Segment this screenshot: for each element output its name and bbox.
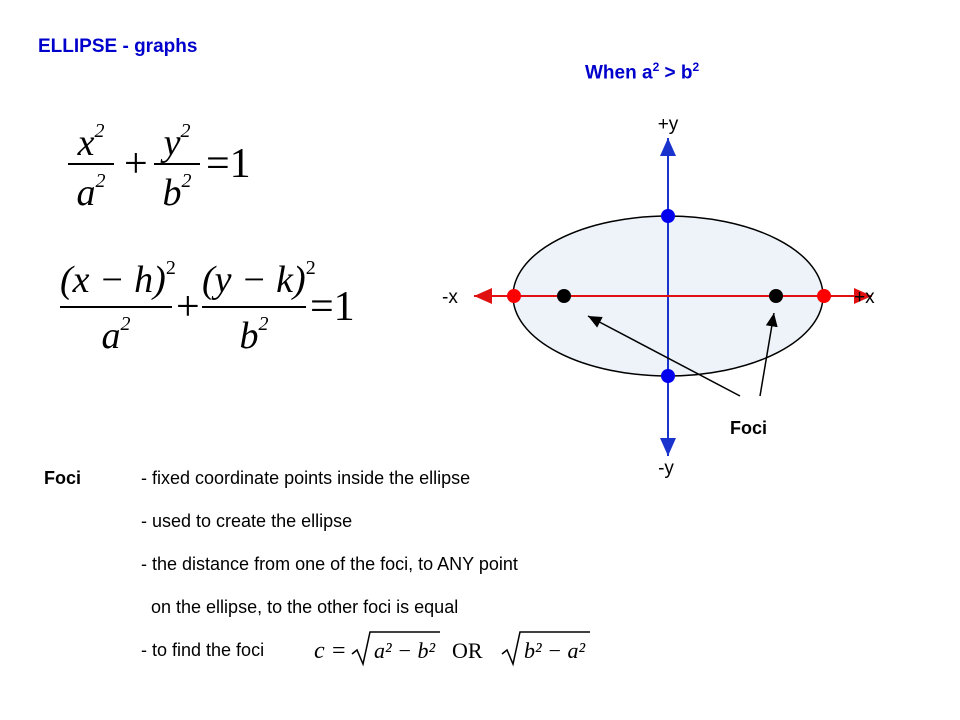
vertex-left [507,289,521,303]
focus-right [769,289,783,303]
focus-left [557,289,571,303]
vertex-right [817,289,831,303]
shifted-ellipse-equation: (x − h)2 a2 + (y − k)2 b2 =1 [60,250,360,360]
eq1-a-exp: 2 [95,170,106,192]
eq1-b: b [162,172,182,214]
label-pos-x: +x [854,287,875,308]
eq1-numerator-x: x2 [68,121,114,162]
co-vertex-top [661,209,675,223]
formula-expr-1: a² − b² [374,638,435,663]
eq1-fraction-bar-2 [154,163,200,165]
foci-pointer-right [759,312,778,397]
label-neg-x: -x [442,287,458,308]
sqrt-sign-2 [501,631,590,667]
formula-equals: = [332,638,346,664]
notes-line: - fixed coordinate points inside the ell… [141,468,471,488]
condition-prefix: When a [585,62,653,84]
eq2-plus: + [176,284,200,330]
eq1-x: x [77,122,95,164]
eq2-numerator-x: (x − h)2 [60,258,176,301]
eq2-a-exp: 2 [120,313,131,335]
co-vertex-bottom [661,369,675,383]
eq2-denominator-b: b2 [202,314,306,355]
condition-exp-a: 2 [652,60,660,74]
eq2-fraction-bar-1 [60,306,172,308]
eq1-equals-one: =1 [206,141,251,187]
notes-line: on the ellipse, to the other foci is equ… [141,597,459,617]
notes-line: - used to create the ellipse [141,511,353,531]
condition-exp-b: 2 [692,60,700,74]
eq1-denominator-b: b2 [154,171,200,212]
formula-c: c [314,638,325,664]
eq2-a: a [101,315,121,357]
eq2-xh-exp: 2 [165,257,176,279]
formula-or: OR [452,638,483,663]
eq1-denominator-a: a2 [68,171,114,212]
label-pos-y: +y [658,114,679,135]
eq2-denominator-a: a2 [60,314,172,355]
condition-mid: > b [659,62,693,84]
eq2-numerator-y: (y − k)2 [202,258,316,301]
eq2-b: b [239,315,259,357]
sqrt-sign-1 [351,631,440,667]
standard-ellipse-equation: x2 a2 + y2 b2 =1 [58,115,251,215]
eq1-a: a [76,172,96,214]
page-title: ELLIPSE - graphs [38,36,198,57]
eq1-fraction-bar-1 [68,163,114,165]
eq2-equals-one: =1 [310,284,355,330]
notes-heading: Foci [44,468,82,488]
ellipse-diagram: +y -y +x -x Foci [442,114,875,479]
label-foci: Foci [730,418,767,438]
foci-pointer-left [587,315,741,397]
eq1-x-exp: 2 [94,120,105,142]
eq1-b-exp: 2 [181,170,192,192]
eq2-xh: (x − h) [60,259,166,301]
notes-line: - the distance from one of the foci, to … [141,554,518,574]
eq1-y: y [163,122,181,164]
eq2-yk: (y − k) [202,259,306,301]
notes-line: - to find the foci [141,640,265,660]
label-neg-y: -y [658,458,674,479]
eq1-plus: + [124,141,148,187]
eq2-fraction-bar-2 [202,306,306,308]
eq1-numerator-y: y2 [154,121,200,162]
eq2-b-exp: 2 [258,313,269,335]
condition-heading: When a2 > b2 [585,60,699,84]
formula-expr-2: b² − a² [524,638,585,663]
foci-formula: c = a² − b² OR b² − a² [314,631,590,667]
eq1-y-exp: 2 [180,120,191,142]
eq2-yk-exp: 2 [305,257,316,279]
